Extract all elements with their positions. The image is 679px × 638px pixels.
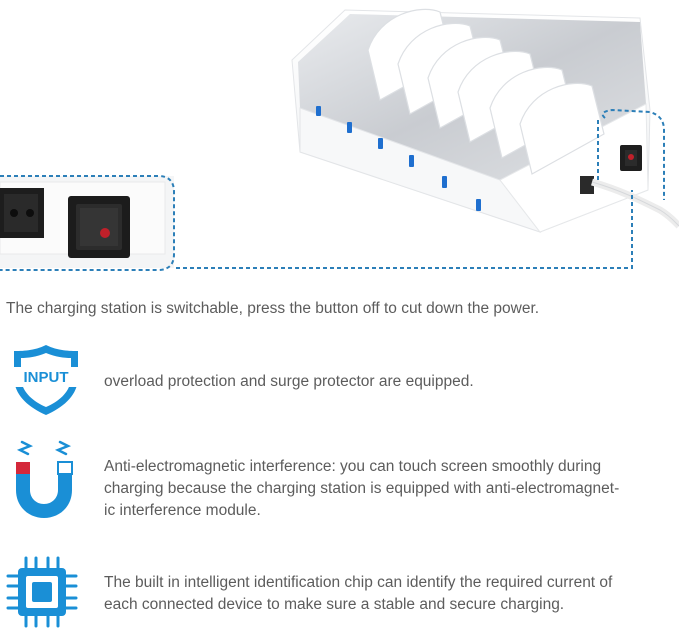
- magnet-icon: [16, 440, 73, 518]
- chip-icon: [6, 556, 78, 628]
- feature-anti-emi-text: Anti-electromagnetic interference: you c…: [104, 458, 620, 519]
- caption-text: The charging station is switchable, pres…: [6, 300, 540, 317]
- feature-chip-text: The built in intelligent identification …: [104, 574, 613, 613]
- shield-badge-label: INPUT: [24, 369, 69, 386]
- charging-station-image: [0, 8, 679, 271]
- feature-overload-text: overload protection and surge protector …: [104, 373, 474, 390]
- shield-input-icon: INPUT: [12, 345, 80, 415]
